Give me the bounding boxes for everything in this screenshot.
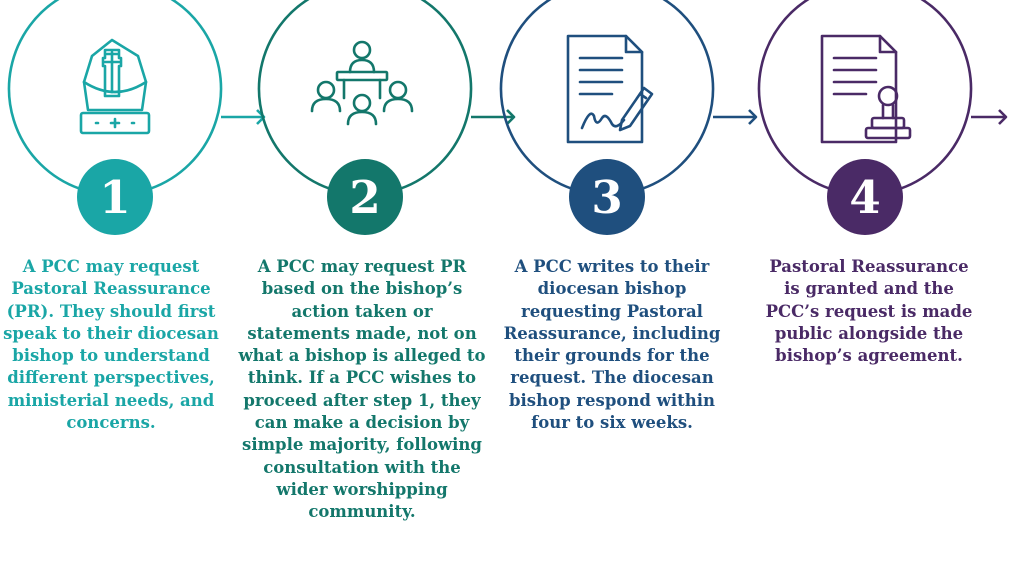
step-2: 2 <box>257 0 516 235</box>
step-3-number-badge <box>569 159 645 235</box>
step-2-number-badge <box>327 159 403 235</box>
arrow-2-3 <box>471 109 516 125</box>
step-2-description: A PCC may request PR based on the bishop… <box>238 257 486 522</box>
step-1-ring <box>7 0 223 190</box>
step-4: 4 <box>757 0 1008 235</box>
step-2-ring <box>257 0 473 190</box>
step-2-number: 2 <box>349 171 380 224</box>
step-1-description: A PCC may request Pastoral Reassurance (… <box>3 257 219 433</box>
step-1: 1 <box>7 0 266 235</box>
step-4-description: Pastoral Reassurance is granted and the … <box>765 257 973 366</box>
arrow-1-2 <box>221 109 266 125</box>
arrow-4-next <box>971 109 1008 125</box>
signed-document-icon <box>566 34 654 144</box>
step-4-ring <box>757 0 973 190</box>
step-3-ring <box>499 0 715 190</box>
step-4-number-badge <box>827 159 903 235</box>
process-diagram: 1 2 <box>7 0 1008 235</box>
document-stamp-icon <box>820 34 912 144</box>
step-3: 3 <box>499 0 758 235</box>
step-3-description: A PCC writes to their diocesan bishop re… <box>503 257 721 433</box>
lectern-audience-icon <box>310 40 414 126</box>
step-3-number: 3 <box>591 171 622 224</box>
step-4-number: 4 <box>849 171 880 224</box>
arrow-3-4 <box>713 109 758 125</box>
step-1-number: 1 <box>99 171 130 224</box>
mitre-icon <box>79 38 151 135</box>
step-1-number-badge <box>77 159 153 235</box>
